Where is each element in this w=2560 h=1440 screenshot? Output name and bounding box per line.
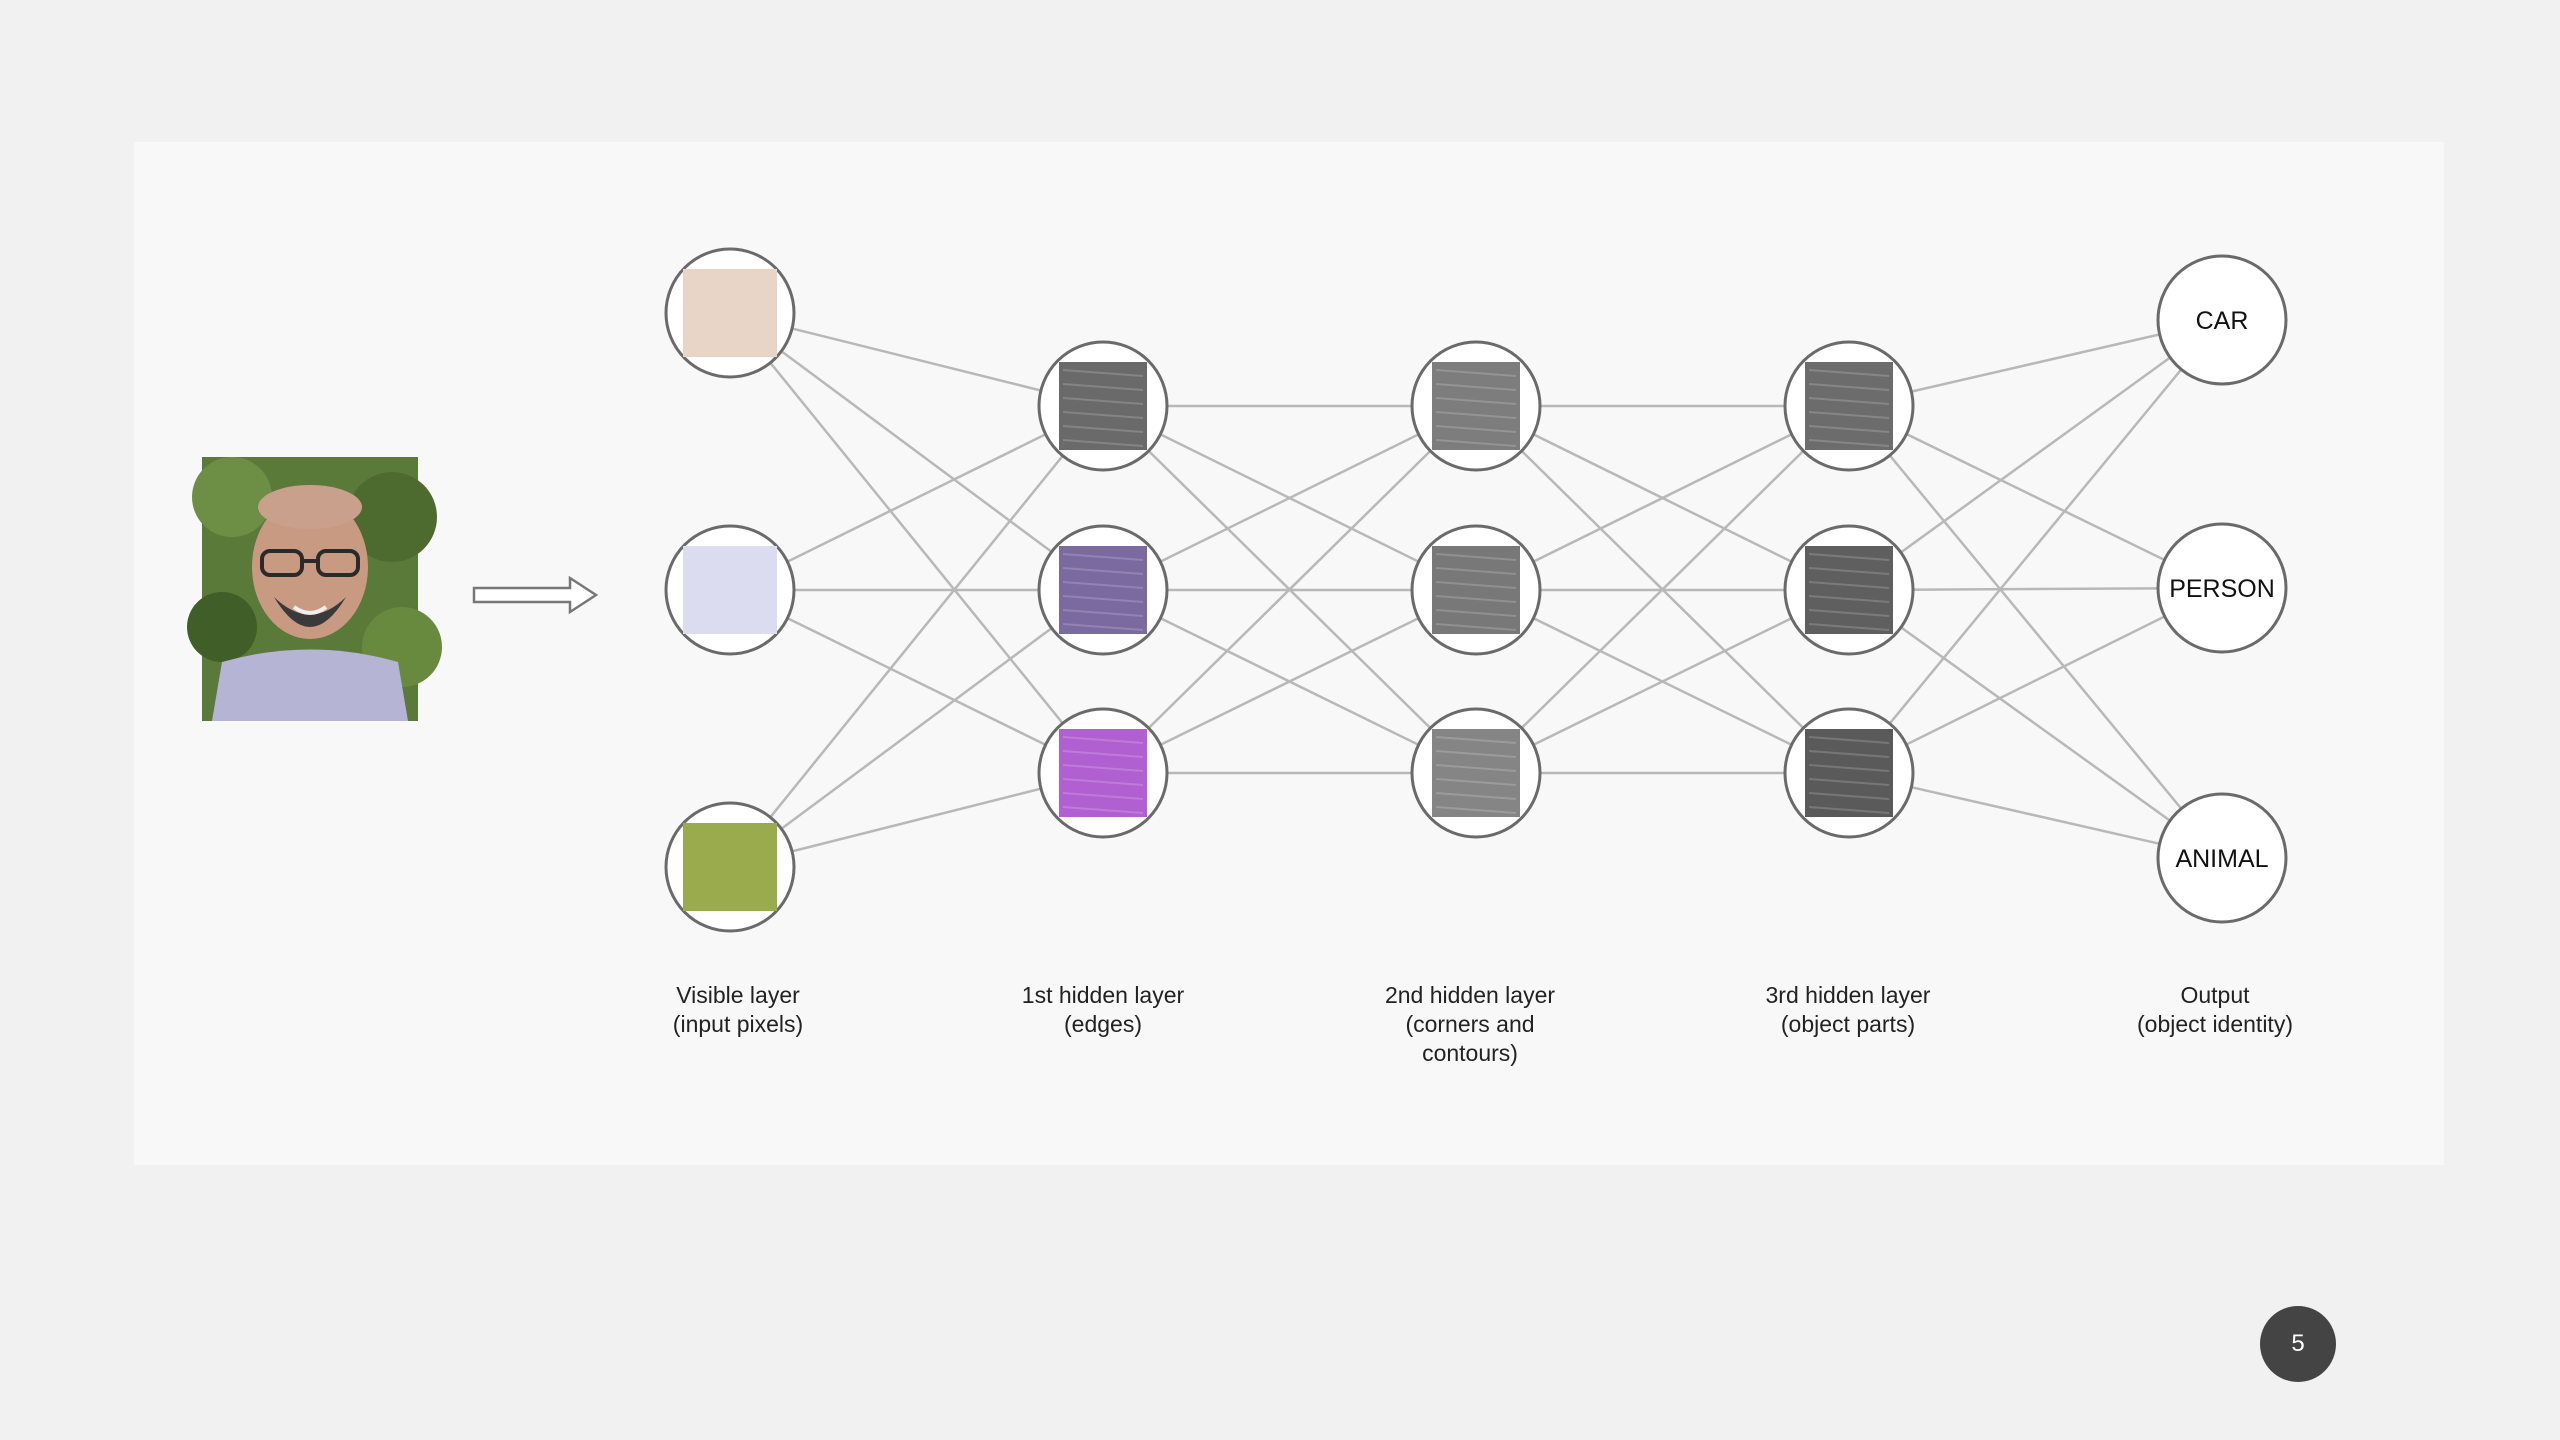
visible-node-3 — [664, 801, 796, 933]
hidden3-layer-label: 3rd hidden layer (object parts) — [1708, 981, 1988, 1039]
feature-patch — [1432, 546, 1520, 634]
output-node-1: CAR — [2156, 254, 2288, 386]
connection-edge — [1848, 318, 2223, 592]
connection-edge — [1848, 405, 2223, 859]
hidden3-node-2 — [1783, 524, 1915, 656]
visible-layer-label: Visible layer (input pixels) — [598, 981, 878, 1039]
connection-edge — [729, 588, 1104, 869]
connection-edge — [1102, 405, 1477, 774]
hidden2-layer-label-line2: (corners and — [1405, 1011, 1535, 1037]
hidden2-node-1 — [1410, 340, 1542, 472]
input-photo — [187, 457, 442, 721]
output-layer-label-line2: (object identity) — [2137, 1011, 2293, 1037]
hidden1-layer-label-line2: (edges) — [1064, 1011, 1142, 1037]
input-color-swatch — [683, 269, 777, 357]
connection-edge — [1848, 319, 2223, 774]
hidden1-layer-label-line1: 1st hidden layer — [1021, 982, 1185, 1008]
hidden1-node-2 — [1037, 524, 1169, 656]
hidden1-layer-label: 1st hidden layer (edges) — [963, 981, 1243, 1039]
output-node-3: ANIMAL — [2156, 792, 2288, 924]
visible-node-2 — [664, 524, 796, 656]
feature-patch — [1059, 729, 1147, 817]
hidden2-node-2 — [1410, 524, 1542, 656]
hidden3-layer-label-line1: 3rd hidden layer — [1765, 982, 1931, 1008]
output-label-person: PERSON — [2169, 575, 2275, 603]
right-arrow-icon — [472, 575, 599, 615]
connection-edge — [1102, 588, 1477, 775]
feature-patch — [1805, 362, 1893, 450]
hidden3-node-1 — [1783, 340, 1915, 472]
connection-edge — [1475, 405, 1850, 774]
hidden2-layer-label-line1: 2nd hidden layer — [1384, 982, 1556, 1008]
feature-patch — [1432, 729, 1520, 817]
page-number-badge: 5 — [2260, 1306, 2336, 1382]
connection-edge — [729, 311, 1104, 592]
connection-edge — [729, 405, 1104, 868]
connection-edge — [729, 312, 1104, 774]
hidden1-node-1 — [1037, 340, 1169, 472]
slide-panel — [134, 142, 2444, 1165]
connection-edge — [1475, 588, 1850, 775]
feature-patch — [1059, 546, 1147, 634]
visible-layer-label-line2: (input pixels) — [672, 1011, 804, 1037]
output-layer-label-line1: Output — [2180, 982, 2250, 1008]
connection-edge — [1848, 588, 2223, 860]
input-color-swatch — [683, 823, 777, 911]
network-nodes: CAR PERSON ANIMAL — [664, 247, 2288, 933]
hidden2-node-3 — [1410, 707, 1542, 839]
hidden1-node-3 — [1037, 707, 1169, 839]
feature-patch — [1805, 729, 1893, 817]
feature-patch — [1432, 362, 1520, 450]
connection-edge — [1848, 586, 2223, 775]
connection-edge — [1102, 404, 1477, 592]
feature-patch — [1059, 362, 1147, 450]
output-label-animal: ANIMAL — [2175, 845, 2268, 873]
connection-edge — [1475, 404, 1850, 592]
hidden2-layer-label: 2nd hidden layer (corners and contours) — [1330, 981, 1610, 1068]
hidden3-layer-label-line2: (object parts) — [1780, 1011, 1916, 1037]
hidden2-layer-label-line3: contours) — [1422, 1040, 1518, 1066]
output-layer-label: Output (object identity) — [2075, 981, 2355, 1039]
visible-layer-label-line1: Visible layer — [676, 982, 800, 1008]
connection-edge — [1848, 404, 2223, 590]
hidden3-node-3 — [1783, 707, 1915, 839]
visible-node-1 — [664, 247, 796, 379]
input-color-swatch — [683, 546, 777, 634]
connection-edge — [729, 404, 1104, 592]
feature-patch — [1805, 546, 1893, 634]
output-node-2: PERSON — [2156, 522, 2288, 654]
output-label-car: CAR — [2196, 307, 2249, 335]
connection-edge — [729, 588, 1104, 775]
